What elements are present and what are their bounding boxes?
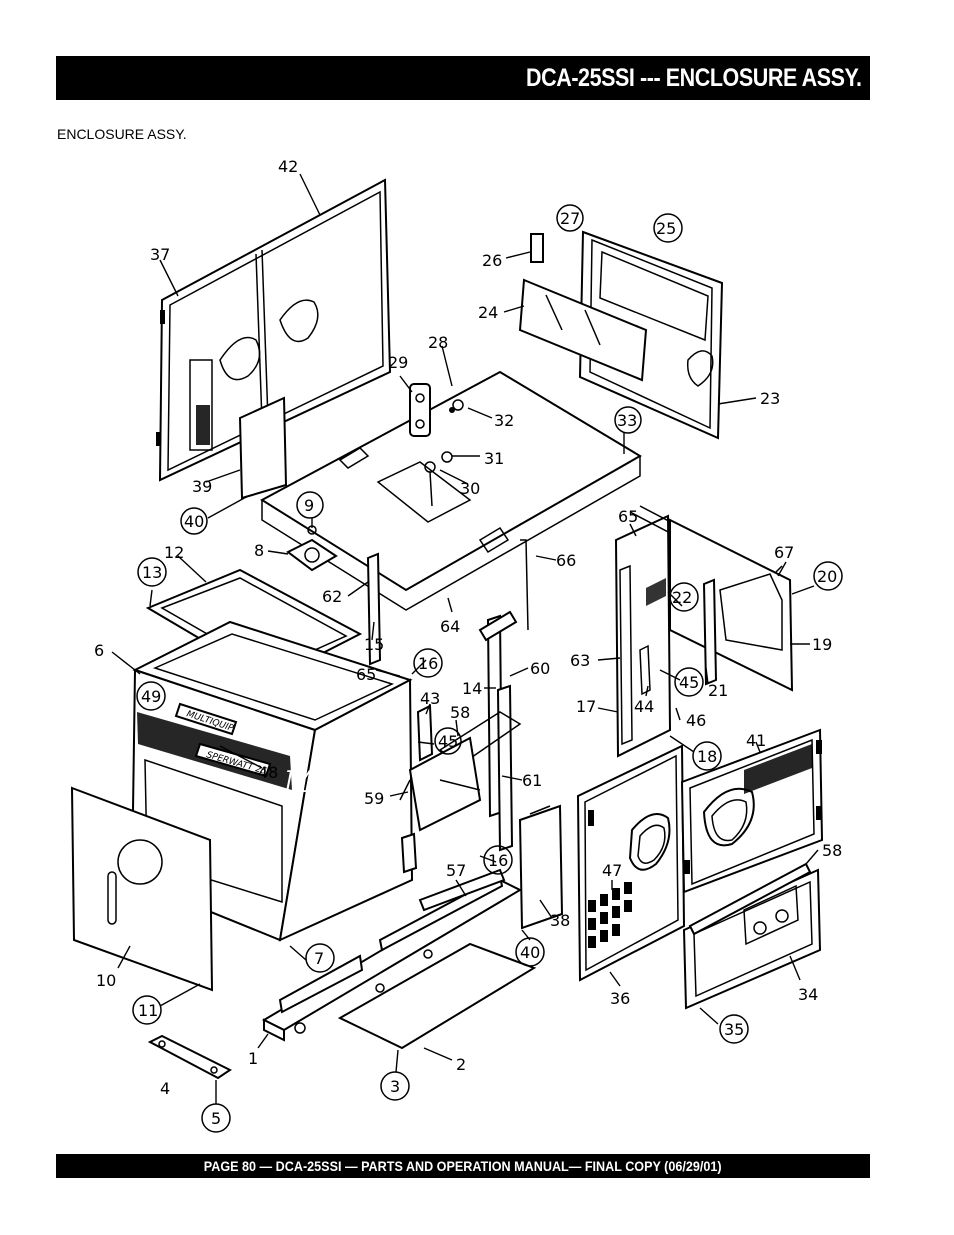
label-28: 28 — [428, 333, 448, 352]
hinge-29 — [409, 383, 431, 437]
label-63: 63 — [570, 651, 590, 670]
panel-38 — [518, 804, 564, 930]
label-31: 31 — [484, 449, 504, 468]
label-36: 36 — [610, 989, 630, 1008]
label-22: 22 — [672, 588, 692, 607]
label-39: 39 — [192, 477, 212, 496]
label-37: 37 — [150, 245, 170, 264]
label-2: 2 — [456, 1055, 466, 1074]
label-46: 46 — [686, 711, 706, 730]
part-labels: 42 37 27 26 25 24 28 29 32 31 30 33 23 3… — [94, 157, 842, 1128]
label-3: 3 — [390, 1077, 400, 1096]
door-36 — [576, 744, 686, 982]
label-8: 8 — [254, 541, 264, 560]
label-27: 27 — [560, 209, 580, 228]
label-61: 61 — [522, 771, 542, 790]
label-21: 21 — [708, 681, 728, 700]
latch-26 — [530, 233, 544, 263]
label-6: 6 — [94, 641, 104, 660]
label-40-bottom: 40 — [520, 943, 540, 962]
panel-39 — [238, 396, 288, 500]
label-24: 24 — [478, 303, 498, 322]
base-plate-2 — [337, 942, 537, 1050]
label-16-bottom: 16 — [488, 851, 508, 870]
label-11: 11 — [138, 1001, 158, 1020]
label-65-mid: 65 — [356, 665, 376, 684]
footer-bar: PAGE 80 — DCA-25SSI — PARTS AND OPERATIO… — [56, 1154, 870, 1178]
section-label: ENCLOSURE ASSY. — [57, 126, 187, 142]
label-26: 26 — [482, 251, 502, 270]
label-58-right: 58 — [822, 841, 842, 860]
label-25: 25 — [656, 219, 676, 238]
footer-text: PAGE 80 — DCA-25SSI — PARTS AND OPERATIO… — [204, 1158, 722, 1174]
label-40-top: 40 — [184, 512, 204, 531]
label-33: 33 — [617, 411, 637, 430]
label-5: 5 — [211, 1109, 221, 1128]
label-20: 20 — [817, 567, 837, 586]
label-44: 44 — [634, 697, 654, 716]
label-60: 60 — [530, 659, 550, 678]
label-15: 15 — [364, 635, 384, 654]
bracket-4 — [147, 1034, 232, 1080]
glass-panel-24 — [518, 278, 648, 382]
label-45-right: 45 — [679, 673, 699, 692]
door-panel-42 — [156, 178, 392, 482]
vent-8 — [286, 525, 338, 572]
label-38: 38 — [550, 911, 570, 930]
label-30: 30 — [460, 479, 480, 498]
label-66: 66 — [556, 551, 576, 570]
label-32: 32 — [494, 411, 514, 430]
label-62: 62 — [322, 587, 342, 606]
logo-decal: Mo — [283, 765, 337, 800]
label-14: 14 — [462, 679, 482, 698]
label-47: 47 — [602, 861, 622, 880]
label-29: 29 — [388, 353, 408, 372]
washers-30-32 — [424, 399, 464, 507]
page-title: DCA-25SSI --- ENCLOSURE ASSY. — [525, 63, 862, 92]
label-17: 17 — [576, 697, 596, 716]
label-7: 7 — [314, 949, 324, 968]
label-67: 67 — [774, 543, 794, 562]
louvers-36 — [588, 882, 632, 948]
roof-panel-28 — [260, 370, 642, 611]
label-16-top: 16 — [418, 654, 438, 673]
label-58-mid: 58 — [450, 703, 470, 722]
door-41 — [680, 728, 824, 894]
label-18: 18 — [697, 747, 717, 766]
label-65-top: 65 — [618, 507, 638, 526]
label-10: 10 — [96, 971, 116, 990]
label-57: 57 — [446, 861, 466, 880]
label-13: 13 — [142, 563, 162, 582]
label-42: 42 — [278, 157, 298, 176]
control-panel-34 — [682, 862, 822, 1010]
title-bar: DCA-25SSI --- ENCLOSURE ASSY. — [56, 56, 870, 100]
label-19: 19 — [812, 635, 832, 654]
callout-circles — [132, 204, 843, 1133]
leader-lines — [111, 173, 819, 1104]
base-frame-1 — [261, 868, 523, 1042]
label-43: 43 — [420, 689, 440, 708]
label-64: 64 — [440, 617, 460, 636]
label-48: 48 — [258, 763, 278, 782]
label-12: 12 — [164, 543, 184, 562]
label-49: 49 — [141, 687, 161, 706]
label-23: 23 — [760, 389, 780, 408]
label-45-mid: 45 — [438, 732, 458, 751]
label-41: 41 — [746, 731, 766, 750]
label-35: 35 — [724, 1020, 744, 1039]
label-59: 59 — [364, 789, 384, 808]
label-9: 9 — [304, 496, 314, 515]
side-panel-10 — [70, 786, 214, 992]
label-1: 1 — [248, 1049, 258, 1068]
label-4: 4 — [160, 1079, 170, 1098]
label-34: 34 — [798, 985, 818, 1004]
center-frame — [399, 704, 522, 874]
